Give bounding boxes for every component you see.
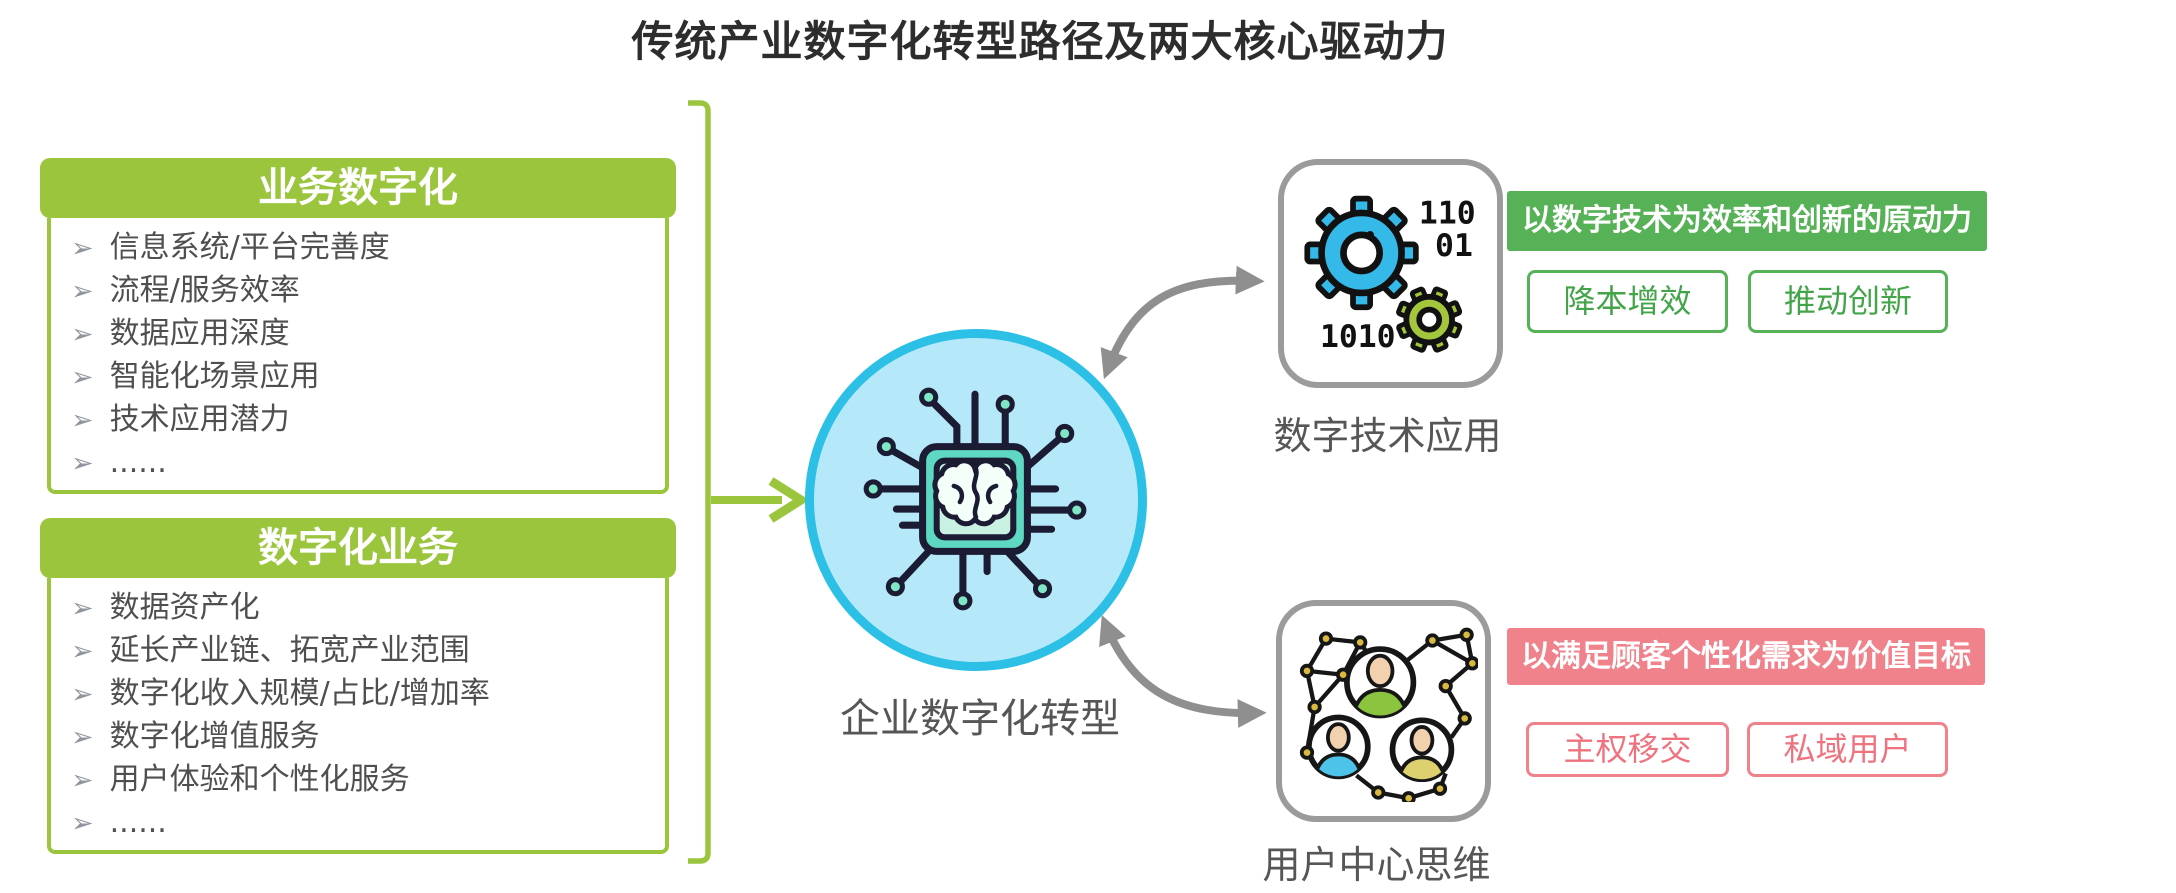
box-header: 数字化业务 [40,518,676,578]
gears-binary-icon: 110 01 1010 [1304,195,1476,355]
curved-arrow-top [1100,265,1265,380]
list-item-text: 用户体验和个性化服务 [109,762,410,797]
tag-pill: 推动创新 [1748,270,1948,333]
list-item: ➢ 延长产业链、拓宽产业范围 [71,629,657,672]
core-label: 企业数字化转型 [840,696,1120,742]
chip-brain-icon [863,387,1087,611]
list-item-text: 信息系统/平台完善度 [109,230,390,265]
arrow-bullet-icon: ➢ [71,448,94,479]
list-item-text: 数据应用深度 [109,316,290,351]
arrow-bullet-icon: ➢ [71,319,94,350]
digital-business-box: 数字化业务 ➢ 数据资产化 ➢ 延长产业链、拓宽产业范围 ➢ 数字化收入规模/占比/增… [40,518,676,854]
arrow-bullet-icon: ➢ [71,722,94,753]
users-network-icon [1299,627,1478,802]
list-item: ➢ 数据资产化 [71,586,657,629]
tag-pill: 主权移交 [1526,722,1729,777]
list-item-text: 流程/服务效率 [109,273,300,308]
tech-banner: 以数字技术为效率和创新的原动力 [1507,191,1987,251]
tag-pill: 降本增效 [1527,270,1728,333]
arrow-bullet-icon: ➢ [71,636,94,667]
list-item: ➢ 技术应用潜力 [71,398,657,441]
list-item-text: 数字化收入规模/占比/增加率 [109,676,490,711]
arrow-bullet-icon: ➢ [71,765,94,796]
list-item: ➢ 数字化收入规模/占比/增加率 [71,672,657,715]
arrow-bullet-icon: ➢ [71,405,94,436]
arrow-bullet-icon: ➢ [71,808,94,839]
list-item: ➢...... [71,441,657,484]
list-item: ➢ 流程/服务效率 [71,269,657,312]
list-item-text: 智能化场景应用 [109,359,320,394]
binary-text-top: 110 [1419,195,1476,231]
list-item: ➢ 用户体验和个性化服务 [71,758,657,801]
list-item-text: 数字化增值服务 [109,719,320,754]
binary-text-bottom: 1010 [1320,319,1396,355]
arrow-bullet-icon: ➢ [71,276,94,307]
user-banner: 以满足顾客个性化需求为价值目标 [1507,628,1985,685]
list-item-text: 技术应用潜力 [109,402,290,437]
list-item: ➢ 信息系统/平台完善度 [71,226,657,269]
list-item: ➢ 数据应用深度 [71,312,657,355]
business-digitalization-box: 业务数字化 ➢ 信息系统/平台完善度 ➢ 流程/服务效率 ➢ 数据应用深度 ➢ 智能化场… [40,158,676,494]
box-header: 业务数字化 [40,158,676,218]
list-item: ➢ 智能化场景应用 [71,355,657,398]
box-item-list: ➢ 数据资产化 ➢ 延长产业链、拓宽产业范围 ➢ 数字化收入规模/占比/增加率 ➢ 数字… [47,578,669,854]
list-item-text: 延长产业链、拓宽产业范围 [109,633,470,668]
user-card-label: 用户中心思维 [1262,843,1491,887]
arrow-bullet-icon: ➢ [71,233,94,264]
list-item-text: ...... [109,805,167,840]
box-item-list: ➢ 信息系统/平台完善度 ➢ 流程/服务效率 ➢ 数据应用深度 ➢ 智能化场景应用 ➢ 技… [47,218,669,494]
tag-pill: 私域用户 [1747,722,1948,777]
list-item-text: ...... [109,445,167,480]
list-item: ➢...... [71,801,657,844]
list-item-text: 数据资产化 [109,590,260,625]
arrow-bullet-icon: ➢ [71,593,94,624]
arrow-bullet-icon: ➢ [71,679,94,710]
diagram-title: 传统产业数字化转型路径及两大核心驱动力 [631,17,1449,66]
arrow-bullet-icon: ➢ [71,362,94,393]
binary-text-mid: 01 [1435,228,1473,264]
list-item: ➢ 数字化增值服务 [71,715,657,758]
tech-card-label: 数字技术应用 [1273,414,1502,458]
left-bracket-shape [688,100,711,864]
green-arrow-head [768,477,810,523]
